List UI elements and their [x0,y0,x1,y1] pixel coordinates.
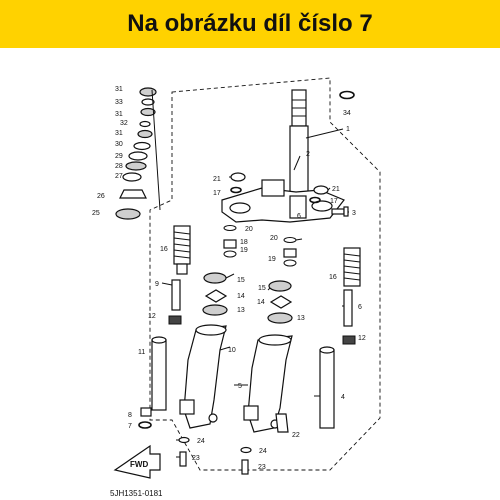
bushings-18-20 [223,225,297,267]
spring-16-right [343,247,361,287]
callout-33: 33 [115,99,123,106]
callout-2: 2 [306,151,310,158]
callout-32: 32 [120,120,128,127]
callout-17-right: 17 [330,198,338,205]
callout-16-left: 16 [160,246,168,253]
clamp-22 [275,413,289,433]
callout-24-right: 24 [259,448,267,455]
callout-21-right: 21 [332,186,340,193]
callout-3: 3 [352,210,356,217]
callout-18: 18 [240,239,248,246]
forward-arrow [113,444,161,479]
callout-22: 22 [292,432,300,439]
outer-tube-5 [243,334,293,433]
callout-20-b: 20 [270,235,278,242]
cap-21-right [313,185,329,195]
callout-31-c: 31 [115,130,123,137]
callout-23-right: 23 [258,464,266,471]
callout-6-left: 6 [297,213,301,220]
callout-34: 34 [343,110,351,117]
spring-16-left [173,225,191,275]
under-bracket [221,179,345,223]
seals-right [267,280,293,324]
damper-rod-9 [171,279,181,311]
callout-7: 7 [128,423,132,430]
inner-tube-4 [319,349,335,429]
o-ring-34 [339,90,355,100]
callout-29: 29 [115,153,123,160]
callout-12-left: 12 [148,313,156,320]
bearing-stack [115,87,161,220]
callout-26: 26 [97,193,105,200]
callout-11: 11 [138,349,145,356]
callout-14-left: 14 [237,293,245,300]
callout-20-a: 20 [245,226,253,233]
damper-rod-6 [343,289,353,327]
callout-16-right: 16 [329,274,337,281]
callout-27: 27 [115,173,123,180]
inner-tube-11 [151,339,167,411]
callout-6-right: 6 [358,304,362,311]
callout-10: 10 [228,347,236,354]
callout-19: 19 [240,247,248,254]
callout-31-b: 31 [115,111,123,118]
steering-stem [289,89,309,197]
callout-15-right: 15 [258,285,266,292]
title-banner [0,0,500,48]
callout-1: 1 [346,126,350,133]
callout-24-left: 24 [197,438,205,445]
seals-left [202,272,228,316]
callout-4: 4 [341,394,345,401]
cap-21-left [230,172,246,182]
callout-numbers: 34 1 2 21 21 17 17 3 20 20 18 19 19 16 1… [92,86,366,471]
page-title: Na obrázku díl číslo 7 [127,10,373,37]
callout-23-left: 23 [192,455,200,462]
callout-15-left: 15 [237,277,245,284]
bolt-23-left [179,451,187,467]
callout-30: 30 [115,141,123,148]
callout-12-right: 12 [358,335,366,342]
callout-17-left: 17 [213,190,221,197]
callout-8: 8 [128,412,132,419]
leader-lines [161,128,349,458]
callout-21-left: 21 [213,176,221,183]
fwd-label: FWD [130,460,148,469]
callout-5: 5 [238,383,242,390]
outer-tube-10 [179,324,227,429]
callout-19-b: 19 [268,256,276,263]
callout-25: 25 [92,210,100,217]
callout-28: 28 [115,163,123,170]
callout-31-a: 31 [115,86,123,93]
callout-9: 9 [155,281,159,288]
callout-14-right: 14 [257,299,265,306]
callout-13-left: 13 [237,307,245,314]
bolt-23-right [241,459,249,475]
callout-13-right: 13 [297,315,305,322]
diagram-code: 5JH1351-0181 [110,489,163,498]
